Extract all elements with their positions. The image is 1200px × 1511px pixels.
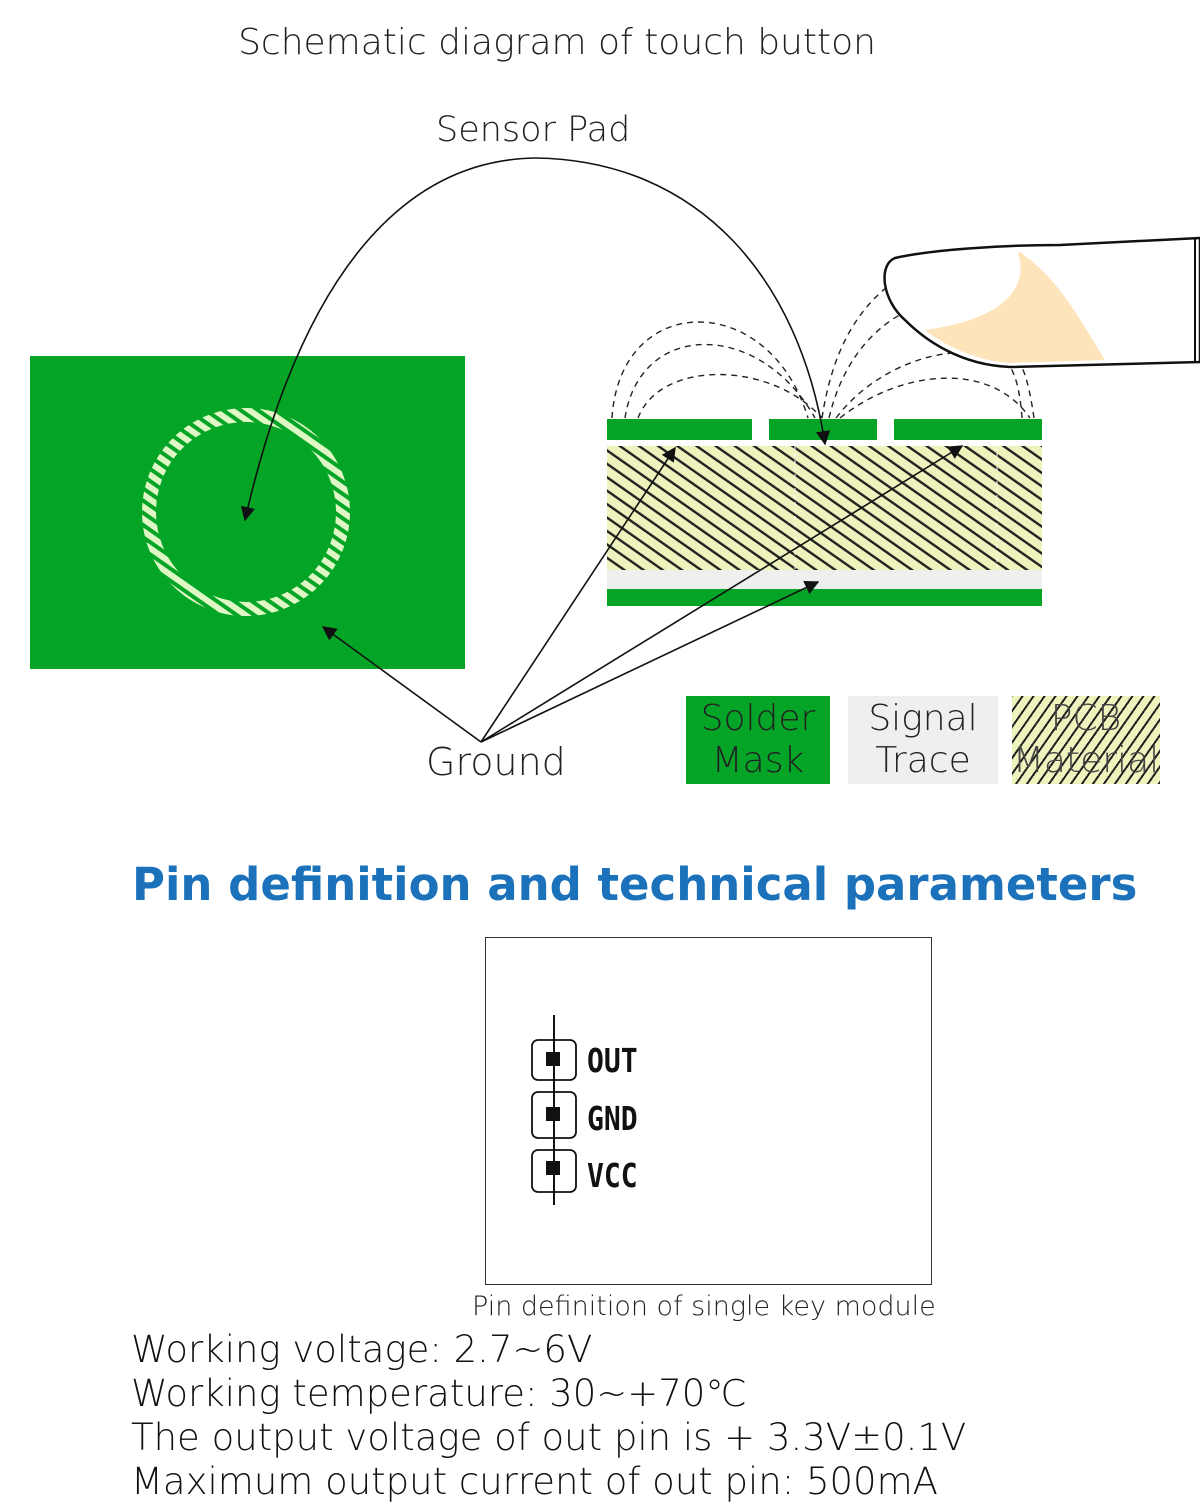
ground-arrow-left-pad [480, 446, 676, 743]
sensor-pad-arrow-right [534, 157, 831, 446]
section-heading: Pin definition and technical parameters [132, 858, 1138, 911]
legend-signal-trace-line1: Signal [868, 698, 978, 739]
sensor-pad-ring [142, 408, 350, 616]
pcb-material-layer [607, 446, 1042, 570]
legend-pcb-material-line2: Material [1012, 740, 1160, 781]
pin-label-vcc: VCC [587, 1156, 638, 1195]
ground-pad-right [894, 419, 1042, 440]
legend-solder-mask-line2: Mask [711, 740, 805, 781]
finger-illustration [883, 236, 1200, 369]
ground-label: Ground [426, 740, 566, 784]
sensor-pad-label: Sensor Pad [436, 110, 631, 150]
ground-arrow-ring [321, 626, 482, 743]
pin-header-icon [531, 1015, 577, 1205]
legend-signal-trace-line2: Trace [875, 740, 971, 781]
touch-button-schematic [30, 157, 1200, 743]
ground-pad-left [607, 419, 752, 440]
legend-pcb-material: PCB Material [1012, 696, 1160, 784]
signal-trace-layer [607, 570, 1042, 589]
ground-arrow-right-pad [480, 445, 964, 743]
module-outline [485, 937, 932, 1285]
pcb-cross-section [607, 419, 1042, 606]
diagram-title: Schematic diagram of touch button [238, 22, 876, 63]
spec-item: Working voltage: 2.7~6V [131, 1328, 593, 1371]
spec-item: The output voltage of out pin is + 3.3V±… [131, 1416, 967, 1459]
legend-signal-trace: Signal Trace [848, 696, 998, 784]
ground-arrow-bottom [480, 581, 820, 743]
pin-label-out: OUT [587, 1041, 638, 1080]
legend-solder-mask-line1: Solder [700, 698, 816, 739]
spec-item: Maximum output current of out pin: 500mA [131, 1460, 938, 1503]
sensor-pad-arrow-left [240, 157, 536, 522]
module-caption: Pin definition of single key module [472, 1291, 936, 1322]
bottom-solder-mask [607, 589, 1042, 606]
legend-solder-mask: Solder Mask [686, 696, 830, 784]
spec-list: Working voltage: 2.7~6V Working temperat… [131, 1328, 966, 1504]
legend-pcb-material-line1: PCB [1050, 698, 1122, 739]
pin-label-gnd: GND [587, 1099, 638, 1138]
spec-item: Working temperature: 30~+70℃ [131, 1372, 747, 1415]
